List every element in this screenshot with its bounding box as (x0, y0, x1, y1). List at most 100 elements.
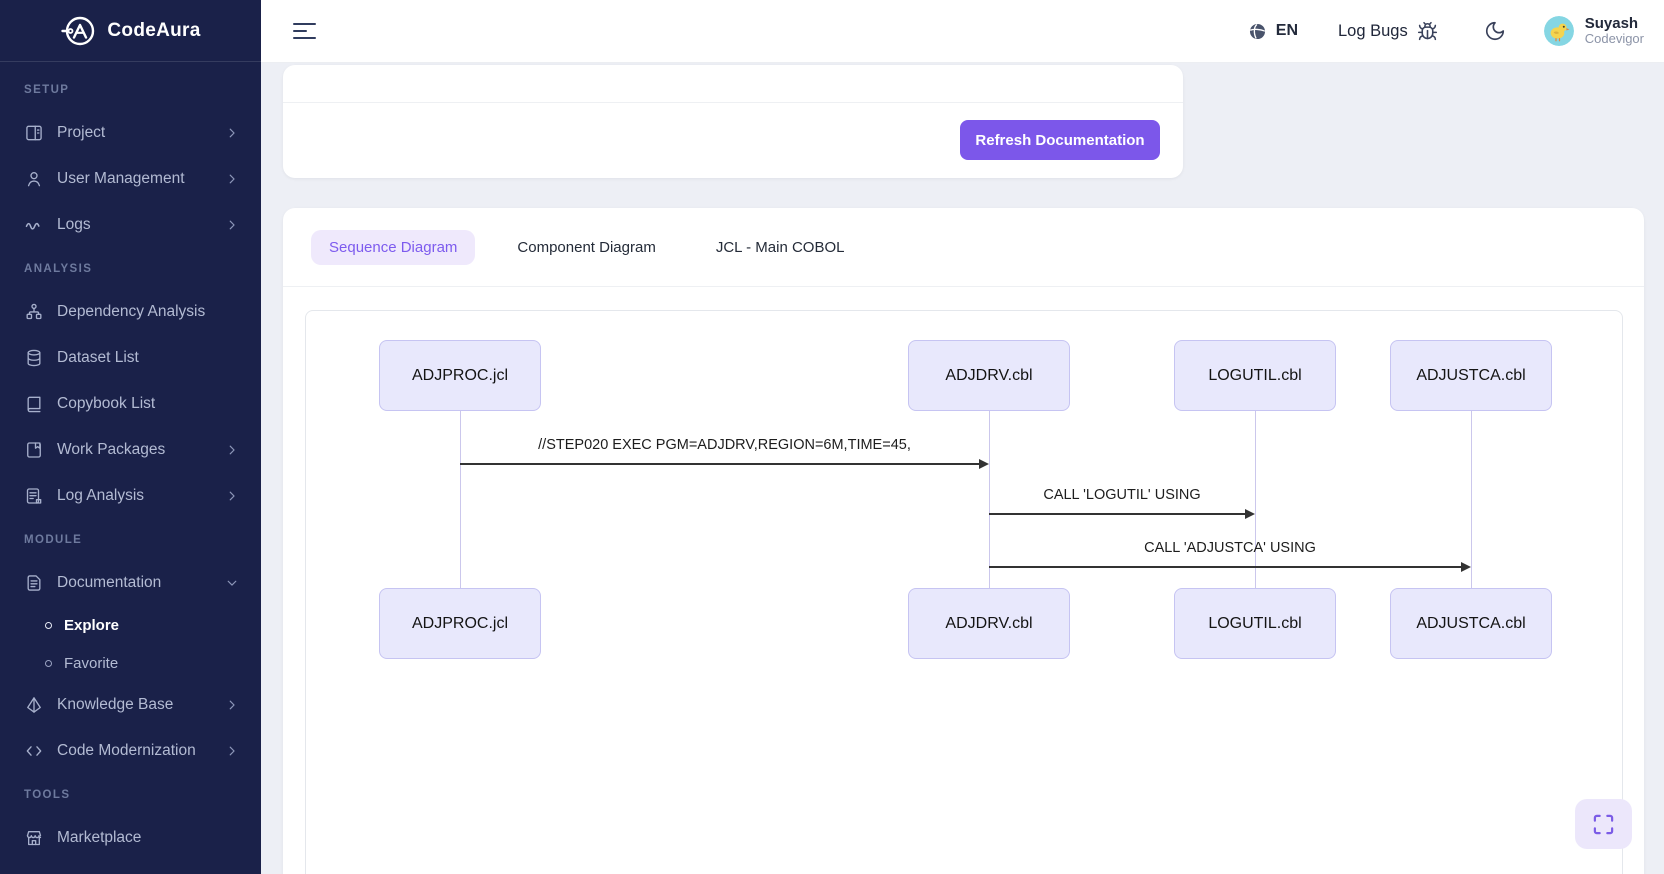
sidebar-item-label: Documentation (57, 574, 162, 591)
user-name: Suyash (1584, 14, 1639, 32)
message-arrow-line (989, 513, 1246, 515)
documentation-icon (24, 573, 44, 593)
code-icon (24, 741, 44, 761)
log-analysis-icon (24, 486, 44, 506)
sidebar-item-label: Logs (57, 216, 91, 233)
copybook-icon (24, 394, 44, 414)
sidebar-item-log-analysis[interactable]: Log Analysis (0, 473, 261, 519)
codeaura-logo-icon (60, 12, 98, 50)
message-label: //STEP020 EXEC PGM=ADJDRV,REGION=6M,TIME… (538, 437, 911, 453)
sidebar-item-label: Log Analysis (57, 487, 145, 504)
message-arrow-line (460, 463, 980, 465)
log-bugs-label: Log Bugs (1338, 21, 1408, 40)
sidebar-item-dependency-analysis[interactable]: Dependency Analysis (0, 289, 261, 335)
project-icon (24, 123, 44, 143)
sidebar-item-copybook-list[interactable]: Copybook List (0, 381, 261, 427)
actor-box-adjdrv-cbl: ADJDRV.cbl (908, 340, 1070, 411)
sidebar-item-code-modernization[interactable]: Code Modernization (0, 728, 261, 774)
log-bugs-button[interactable]: Log Bugs (1338, 21, 1438, 42)
work-package-icon (24, 440, 44, 460)
activity-icon (24, 215, 44, 235)
tab-sequence-diagram[interactable]: Sequence Diagram (311, 229, 476, 265)
user-org: Codevigor (1584, 31, 1644, 47)
moon-icon (1484, 20, 1506, 42)
actor-box-adjustca-cbl: ADJUSTCA.cbl (1390, 588, 1552, 659)
sidebar-subitem-favorite[interactable]: Favorite (0, 644, 261, 682)
actor-box-adjdrv-cbl: ADJDRV.cbl (908, 588, 1070, 659)
brand-name: CodeAura (107, 19, 201, 41)
database-icon (24, 348, 44, 368)
sidebar-item-knowledge-base[interactable]: Knowledge Base (0, 682, 261, 728)
bug-icon (1417, 21, 1438, 42)
chevron-right-icon (225, 698, 239, 712)
chevron-down-icon (225, 576, 239, 590)
sidebar-item-label: Dependency Analysis (57, 303, 206, 320)
sidebar-item-label: Copybook List (57, 395, 156, 412)
language-label: EN (1275, 22, 1298, 39)
sidebar-item-documentation[interactable]: Documentation (0, 560, 261, 606)
sidebar-item-label: Code Modernization (57, 742, 196, 759)
sidebar-item-label: Dataset List (57, 349, 139, 366)
sidebar-item-label: User Management (57, 170, 185, 187)
lifeline (460, 411, 461, 588)
sidebar-item-project[interactable]: Project (0, 110, 261, 156)
top-bar-right: EN Log Bugs (1248, 15, 1664, 47)
message-arrow-line (989, 566, 1462, 568)
top-bar: EN Log Bugs (261, 0, 1664, 63)
avatar (1543, 16, 1574, 46)
chevron-right-icon (225, 172, 239, 186)
message-arrowhead (1461, 562, 1471, 572)
chevron-right-icon (225, 744, 239, 758)
language-switcher[interactable]: EN (1248, 22, 1298, 41)
sidebar-section-label: MODULE (24, 534, 83, 546)
bullet-icon (45, 621, 52, 629)
user-menu[interactable]: Suyash Codevigor (1543, 14, 1644, 47)
sidebar-subitem-explore[interactable]: Explore (0, 606, 261, 644)
sidebar-section-label: TOOLS (24, 789, 71, 801)
chevron-right-icon (225, 489, 239, 503)
sidebar-item-marketplace[interactable]: Marketplace (0, 815, 261, 861)
chevron-right-icon (225, 443, 239, 457)
marketplace-icon (24, 828, 44, 848)
actor-box-adjproc-jcl: ADJPROC.jcl (379, 588, 541, 659)
sidebar-item-label: Work Packages (57, 441, 166, 458)
sidebar-item-dataset-list[interactable]: Dataset List (0, 335, 261, 381)
message-arrowhead (1245, 509, 1255, 519)
brand-logo[interactable]: CodeAura (0, 0, 261, 62)
user-icon (24, 169, 44, 189)
knowledge-base-icon (24, 695, 44, 715)
fullscreen-button[interactable] (1575, 799, 1632, 849)
lifeline (989, 411, 990, 588)
card-footer: Refresh Documentation (283, 103, 1183, 177)
card-section-empty (283, 65, 1183, 103)
sidebar-item-user-management[interactable]: User Management (0, 156, 261, 202)
diagram-tabs: Sequence Diagram Component Diagram JCL - M… (283, 208, 1644, 287)
sidebar-item-logs[interactable]: Logs (0, 202, 261, 248)
lifeline (1255, 411, 1256, 588)
chevron-right-icon (225, 218, 239, 232)
refresh-documentation-button[interactable]: Refresh Documentation (960, 120, 1160, 160)
sidebar-item-label: Project (57, 124, 106, 141)
sidebar-item-work-packages[interactable]: Work Packages (0, 427, 261, 473)
actor-box-logutil-cbl: LOGUTIL.cbl (1174, 340, 1336, 411)
actor-box-adjproc-jcl: ADJPROC.jcl (379, 340, 541, 411)
message-label: CALL 'ADJUSTCA' USING (1144, 540, 1316, 556)
sidebar-item-label: Knowledge Base (57, 696, 174, 713)
hamburger-menu-icon[interactable] (293, 22, 316, 40)
dependency-icon (24, 302, 44, 322)
lifeline (1471, 411, 1472, 588)
actor-box-logutil-cbl: LOGUTIL.cbl (1174, 588, 1336, 659)
dark-mode-toggle[interactable] (1484, 20, 1506, 42)
sidebar-subitem-label: Explore (64, 616, 120, 634)
sidebar-subitem-label: Favorite (64, 654, 119, 672)
documentation-settings-card: Refresh Documentation (283, 65, 1183, 178)
tab-jcl-main-cobol[interactable]: JCL - Main COBOL (715, 238, 845, 256)
tab-component-diagram[interactable]: Component Diagram (517, 238, 656, 256)
diagram-panel: Sequence Diagram Component Diagram JCL - M… (283, 208, 1644, 874)
message-arrowhead (979, 459, 989, 469)
bullet-icon (45, 659, 52, 667)
